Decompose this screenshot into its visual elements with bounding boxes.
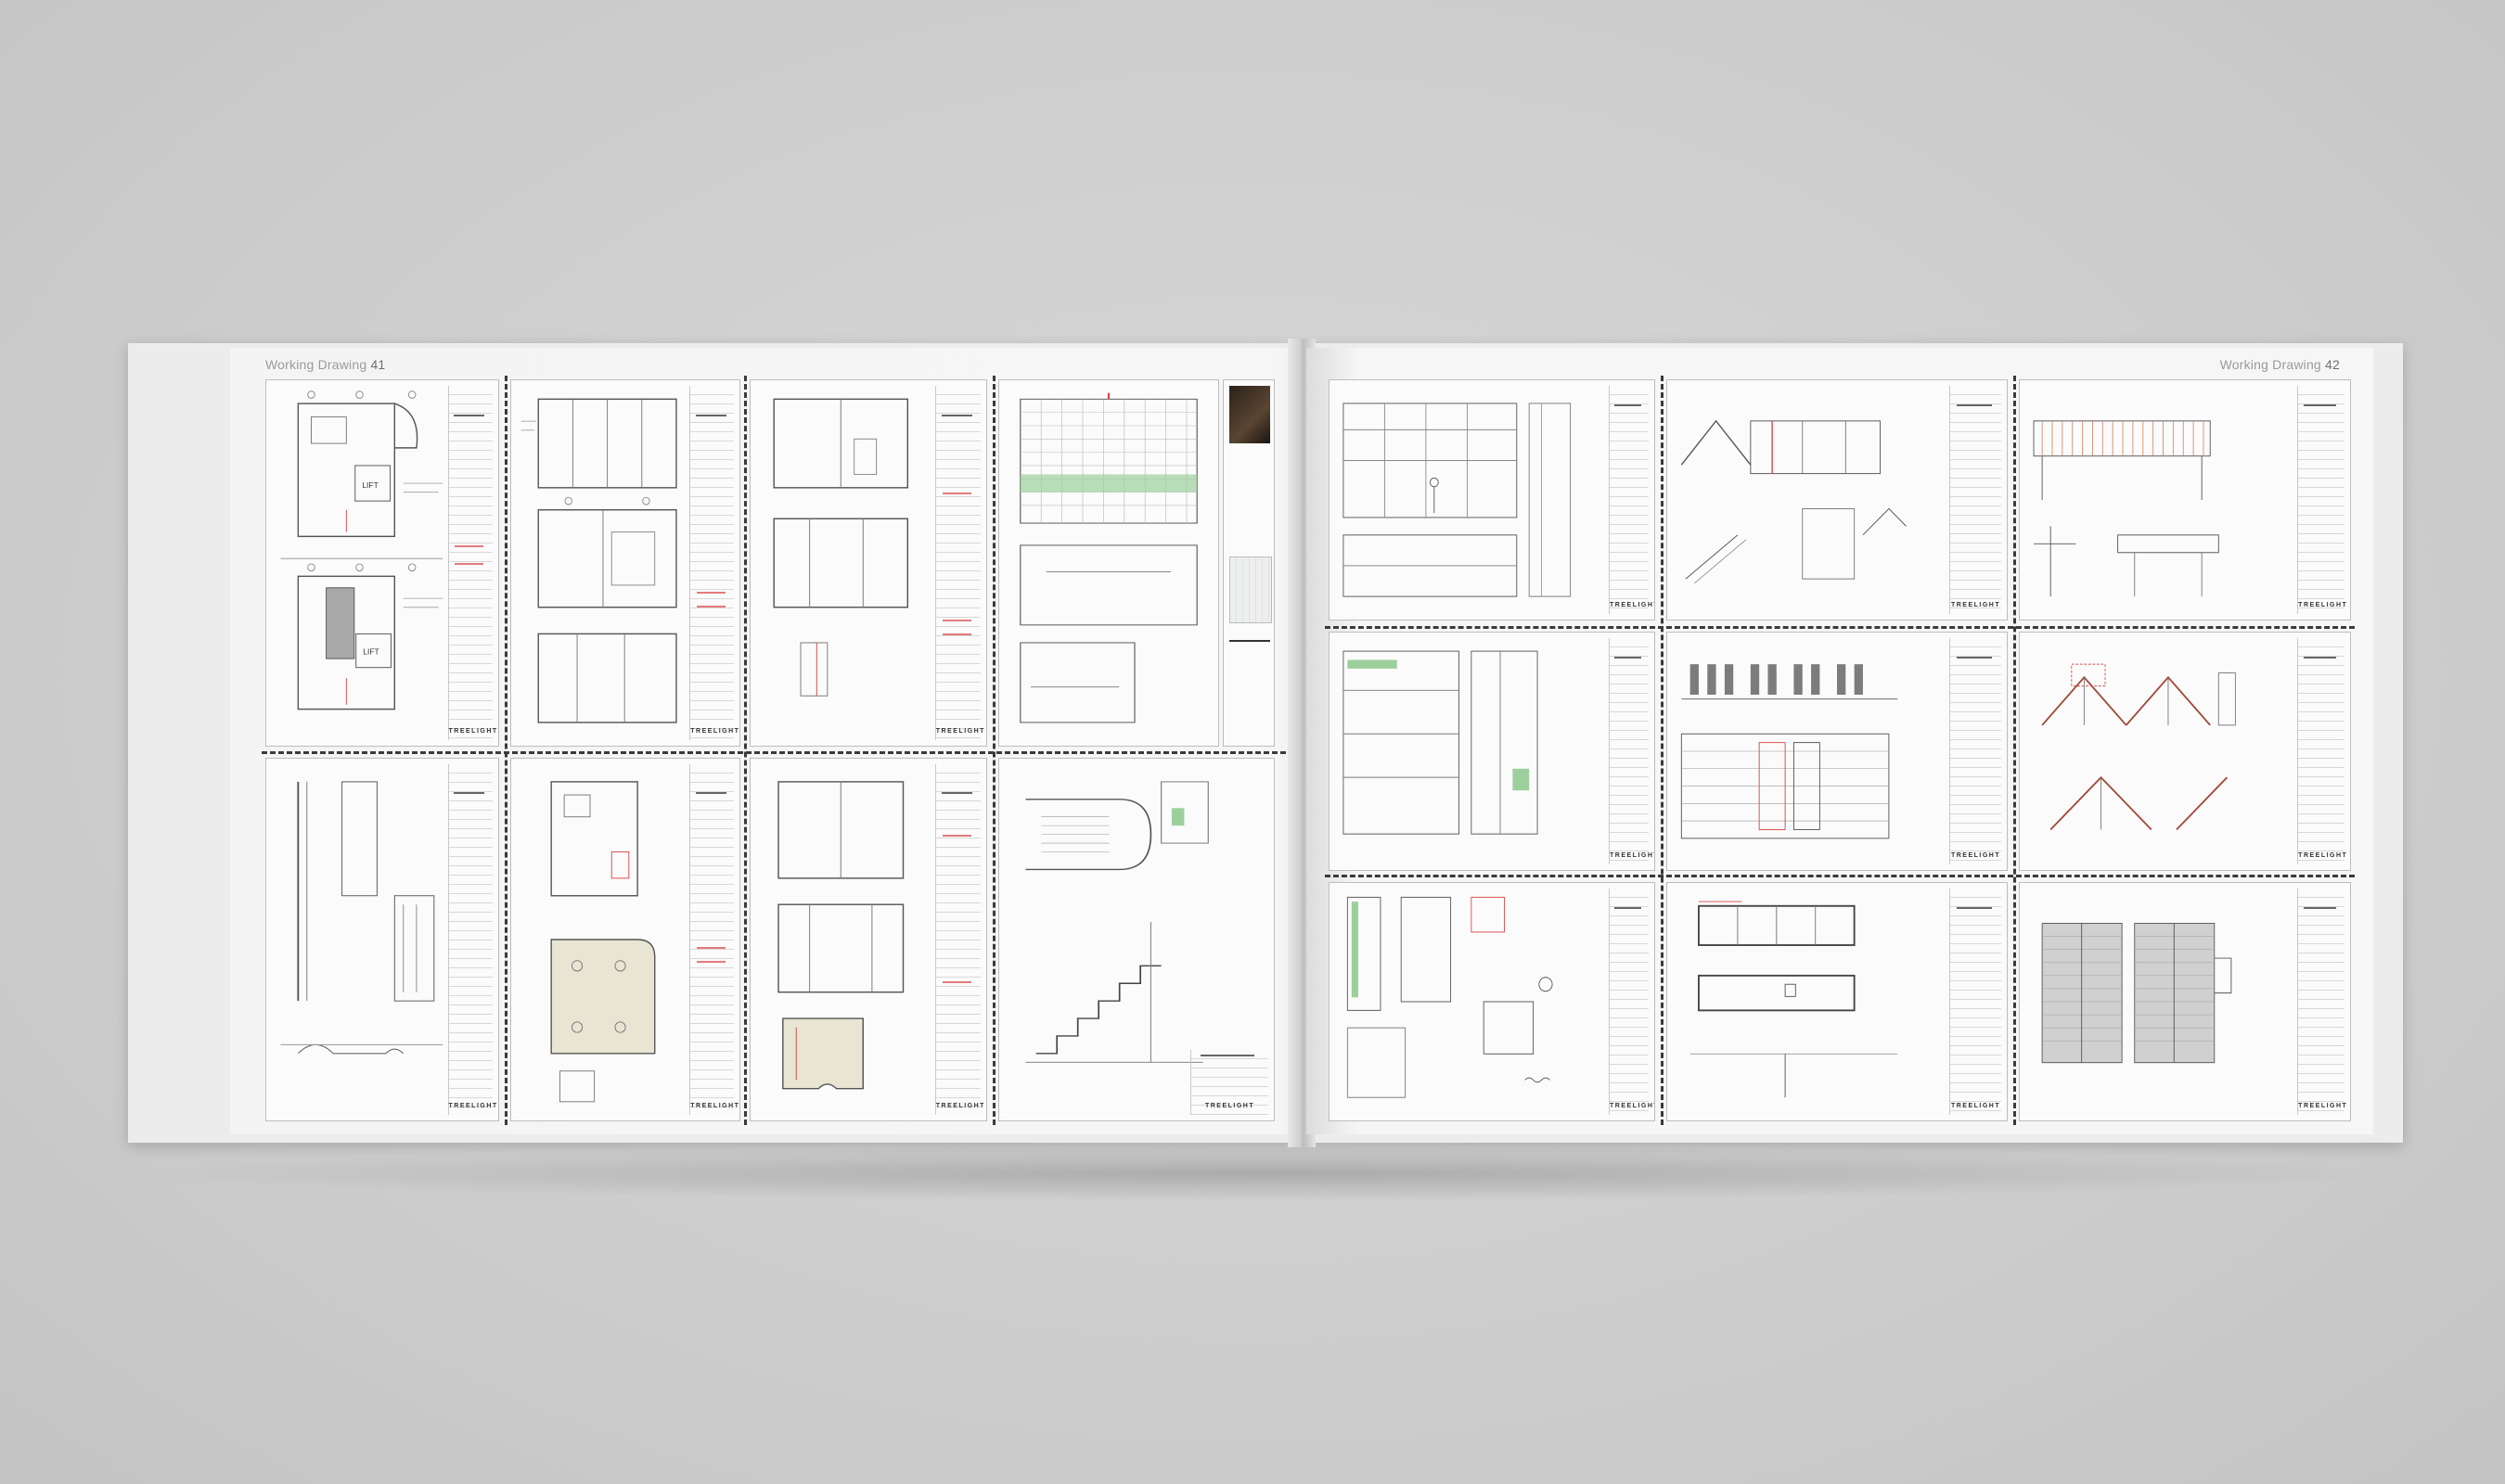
drawing-area <box>2025 638 2278 864</box>
drawing-sheet-ceiling-grid <box>998 379 1219 747</box>
drawing-area <box>2025 386 2278 614</box>
left-page: Working Drawing 41 LIFT <box>230 348 1390 1134</box>
column-divider <box>993 376 996 1125</box>
title-block-logo: TREELIGHT <box>2298 1103 2348 1109</box>
drawing-sheet-wall-details: TREELIGHT <box>265 758 499 1121</box>
row-divider <box>262 751 1386 754</box>
detail-swatch <box>1229 556 1272 623</box>
title-block-logo: TREELIGHT <box>1950 1103 2001 1109</box>
drawing-area <box>517 764 689 1115</box>
drawing-area: LIFT LIFT <box>272 386 447 740</box>
title-block-logo: TREELIGHT <box>2298 852 2348 859</box>
reference-photo <box>1229 386 1270 443</box>
drawing-sheet-floor-plan-lift: LIFT LIFT <box>265 379 499 747</box>
right-page-heading: Working Drawing 42 <box>2220 357 2340 372</box>
drawing-area <box>1005 764 1214 1115</box>
drawing-sheet-elevations: TREELIGHT <box>510 379 740 747</box>
drawing-sheet-photo-notes <box>1223 379 1275 747</box>
title-block: TREELIGHT <box>1609 889 1655 1115</box>
title-block-logo: TREELIGHT <box>690 1103 740 1109</box>
drawing-area <box>756 764 934 1115</box>
page-number: 41 <box>370 357 386 372</box>
drawing-area <box>1335 386 1583 614</box>
left-sheet-grid: LIFT LIFT <box>262 376 1386 1125</box>
right-sheet-grid: TREELIGHT TREELIGHT <box>1325 376 2355 1125</box>
title-block: TREELIGHT <box>1949 889 2001 1115</box>
title-block: TREELIGHT <box>1949 386 2001 614</box>
title-block-logo: TREELIGHT <box>1610 1103 1655 1109</box>
drawing-sheet-shelf-elevation: TREELIGHT <box>1329 379 1655 620</box>
drawing-sheet-toilet-plans: TREELIGHT <box>510 758 740 1121</box>
drawing-sheet-shelving-plan: TREELIGHT <box>1666 632 2008 871</box>
title-block: TREELIGHT <box>2297 386 2348 614</box>
drawing-sheet-pergola-elevation: TREELIGHT <box>2019 379 2351 620</box>
drawing-sheet-roof-trusses: TREELIGHT <box>2019 632 2351 871</box>
drawing-area <box>1005 386 1213 740</box>
drawing-sheet-building-section: TREELIGHT <box>1666 379 2008 620</box>
column-divider <box>2013 376 2016 1125</box>
drawing-area <box>272 764 447 1115</box>
title-block: TREELIGHT <box>934 764 985 1115</box>
drawing-sheet-sections: TREELIGHT <box>750 379 987 747</box>
title-block-logo: TREELIGHT <box>1204 1103 1255 1109</box>
drawing-area <box>1673 638 1932 864</box>
title-block: TREELIGHT <box>689 764 740 1115</box>
drawing-sheet-counter-details: TREELIGHT <box>1329 882 1655 1121</box>
page-heading-text: Working Drawing <box>2219 357 2321 372</box>
title-block-logo: TREELIGHT <box>690 728 740 735</box>
title-block: TREELIGHT <box>2297 638 2348 864</box>
row-divider <box>1325 626 2355 629</box>
row-divider <box>1325 875 2355 877</box>
svg-text:LIFT: LIFT <box>362 480 379 490</box>
drawing-area <box>1335 638 1583 864</box>
book-shadow <box>139 1145 2384 1201</box>
column-divider <box>1661 376 1664 1125</box>
title-block-logo: TREELIGHT <box>1610 602 1655 608</box>
title-block: TREELIGHT <box>1609 386 1655 614</box>
drawing-sheet-canopy-elevation: TREELIGHT <box>1666 882 2008 1121</box>
column-divider <box>744 376 747 1125</box>
drawing-sheet-roof-plan: TREELIGHT <box>2019 882 2351 1121</box>
title-block-logo: TREELIGHT <box>935 728 985 735</box>
title-block: TREELIGHT <box>934 386 985 740</box>
title-block: TREELIGHT <box>1609 638 1655 864</box>
drawing-sheet-toilet-elevations: TREELIGHT <box>750 758 987 1121</box>
title-block: TREELIGHT <box>1190 1049 1268 1115</box>
drawing-area <box>1673 889 1932 1115</box>
title-block-logo: TREELIGHT <box>448 728 498 735</box>
drawing-area <box>2025 889 2278 1115</box>
drawing-area <box>1335 889 1583 1115</box>
drawing-area <box>756 386 934 740</box>
drawing-sheet-staircase: TREELIGHT <box>998 758 1275 1121</box>
title-block-logo: TREELIGHT <box>448 1103 498 1109</box>
right-page: Working Drawing 42 <box>1306 348 2373 1134</box>
title-block-logo: TREELIGHT <box>1610 852 1655 859</box>
title-block: TREELIGHT <box>2297 889 2348 1115</box>
title-block-logo: TREELIGHT <box>2298 602 2348 608</box>
drawing-area <box>1673 386 1932 614</box>
drawing-area <box>517 386 689 740</box>
title-block: TREELIGHT <box>447 764 498 1115</box>
svg-text:LIFT: LIFT <box>363 646 379 656</box>
title-block-logo: TREELIGHT <box>1950 852 2001 859</box>
title-block: TREELIGHT <box>689 386 740 740</box>
column-divider <box>505 376 507 1125</box>
title-block: TREELIGHT <box>447 386 498 740</box>
page-heading-text: Working Drawing <box>265 357 367 372</box>
title-block: TREELIGHT <box>1949 638 2001 864</box>
drawing-sheet-shelf-sections: TREELIGHT <box>1329 632 1655 871</box>
page-number: 42 <box>2325 357 2340 372</box>
open-book: Working Drawing 41 LIFT <box>128 339 2403 1147</box>
title-block-logo: TREELIGHT <box>935 1103 985 1109</box>
title-block-logo: TREELIGHT <box>1950 602 2001 608</box>
left-page-heading: Working Drawing 41 <box>265 357 385 372</box>
